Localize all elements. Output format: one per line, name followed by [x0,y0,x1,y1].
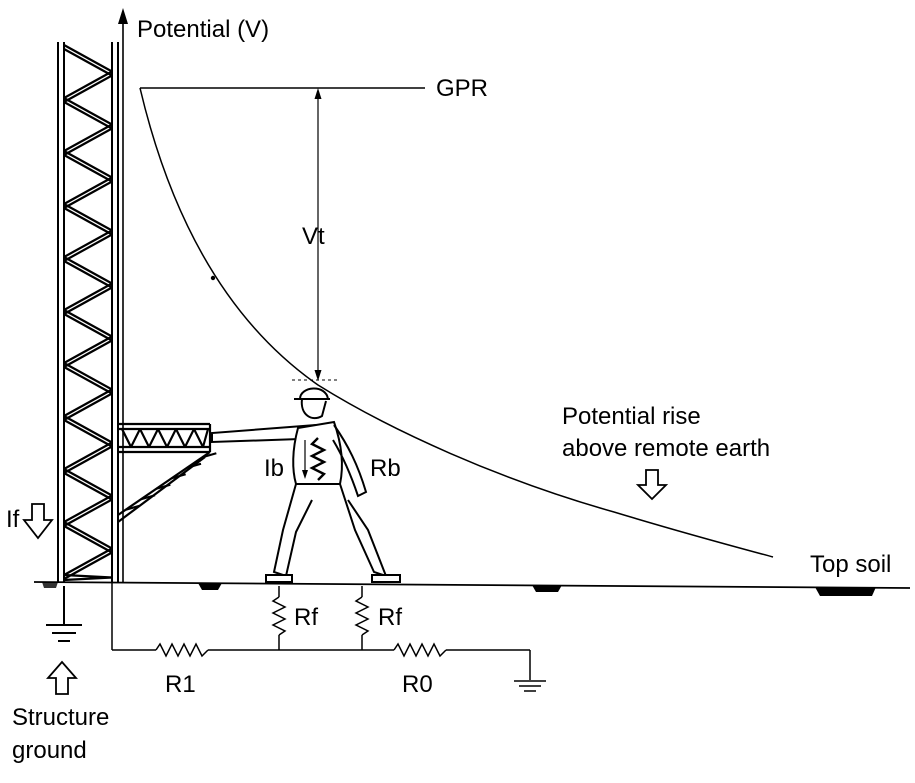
worker-figure [211,387,401,583]
top-soil-label: Top soil [810,551,891,578]
curve-dot [210,275,216,281]
if-down-arrow-icon [22,503,54,540]
ib-label: Ib [264,455,284,482]
structure-ground-up-arrow-icon [46,660,78,695]
structure-ground-icon [46,624,82,642]
rf-right-resistor-icon [354,596,370,636]
r1-label: R1 [165,671,196,698]
vt-dimension: Vt [292,88,340,381]
gpr-marker: GPR [140,75,488,102]
potential-rise-label-line1: Potential rise [562,403,701,430]
if-label: If [6,506,20,533]
rb-label: Rb [370,455,401,482]
potential-axis: Potential (V) [118,8,269,582]
cross-arm [117,422,217,523]
structure-ground-label-line1: Structure [12,704,109,731]
rf-left-label: Rf [294,604,318,631]
potential-curve [139,87,774,558]
rf-right-label: Rf [378,604,402,631]
structure-ground: Structure ground [12,586,109,764]
potential-rise-down-arrow-icon [635,469,669,501]
potential-rise-label-line2: above remote earth [562,435,770,462]
gpr-label: GPR [436,75,488,102]
vt-label: Vt [302,223,325,250]
ground-surface: Top soil [33,551,911,596]
potential-axis-label: Potential (V) [137,16,269,43]
r0-label: R0 [402,671,433,698]
potential-rise-callout: Potential rise above remote earth [562,403,770,501]
remote-earth-ground-icon [514,680,546,692]
structure-ground-label-line2: ground [12,737,87,764]
r1-resistor-icon [155,642,209,658]
ib-arrow: Ib Rb [264,440,401,482]
r0-resistor-icon [393,642,447,658]
if-callout: If [6,503,54,540]
rf-left-resistor-icon [271,596,287,636]
equivalent-circuit [111,583,531,680]
tower [57,42,119,582]
